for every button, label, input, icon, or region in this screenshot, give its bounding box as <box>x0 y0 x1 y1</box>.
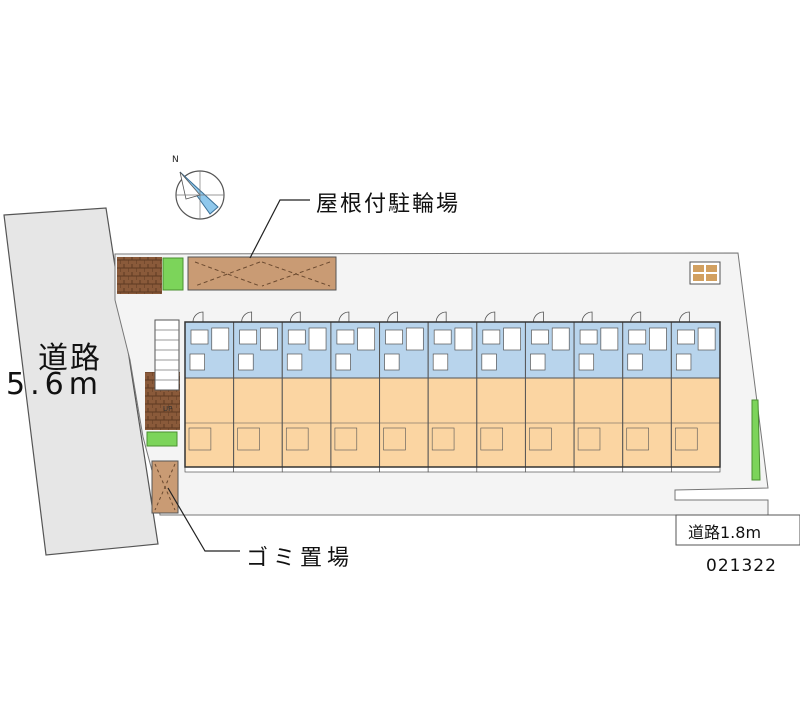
green-area-top <box>162 257 184 291</box>
compass-icon <box>175 170 225 220</box>
apartment-unit <box>524 311 575 473</box>
green-area-left <box>146 431 178 447</box>
apartment-unit <box>622 311 672 473</box>
property-code: 021322 <box>706 556 777 576</box>
apartment-unit <box>281 311 332 473</box>
main-road <box>3 207 159 556</box>
apartment-units <box>184 311 721 473</box>
bike-label-leader <box>249 199 310 259</box>
side-road <box>675 514 800 546</box>
apartment-unit <box>184 311 235 473</box>
bicycle-shed <box>187 256 337 291</box>
apartment-unit <box>427 311 478 473</box>
building-outline <box>184 321 721 468</box>
apartment-unit <box>670 311 721 473</box>
green-area-right <box>751 399 761 481</box>
staircase <box>154 319 180 391</box>
garbage-area <box>151 460 179 514</box>
meter-boxes <box>689 261 721 285</box>
garbage-label-leader <box>167 487 240 552</box>
apartment-unit <box>233 311 283 473</box>
bicycle-parking-label: 屋根付駐輪場 <box>316 192 461 217</box>
apartment-unit <box>573 311 624 473</box>
apartment-unit <box>330 311 381 473</box>
apartment-unit <box>476 311 526 473</box>
stair-up-label: UP <box>163 405 172 413</box>
brick-strip-top <box>117 257 162 294</box>
main-road-name: 道路 <box>38 341 102 376</box>
apartment-unit <box>379 311 429 473</box>
main-road-width: 5.6m <box>6 367 103 402</box>
garbage-area-label: ゴミ置場 <box>246 546 355 571</box>
compass-north-label: N <box>172 155 179 165</box>
side-road-label: 道路1.8m <box>688 523 762 542</box>
